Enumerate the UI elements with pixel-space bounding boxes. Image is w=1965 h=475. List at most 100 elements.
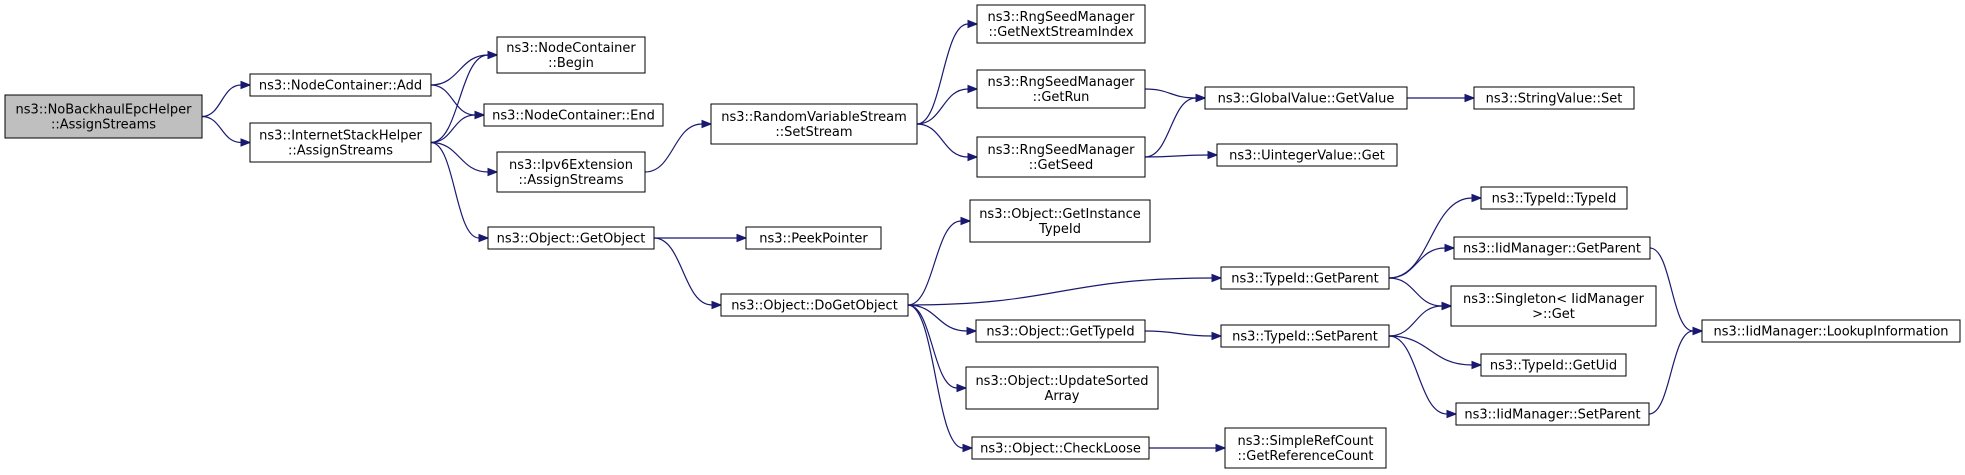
node-rsm-seed[interactable]: ns3::RngSeedManager::GetSeed [976,136,1146,178]
arrowhead [1441,301,1453,311]
node-sv-set[interactable]: ns3::StringValue::Set [1473,86,1635,110]
node-label-line: ns3::RngSeedManager [987,143,1135,158]
arrowhead [240,80,252,90]
node-peekpointer[interactable]: ns3::PeekPointer [745,226,882,250]
node-box [745,226,882,250]
node-nc-end[interactable]: ns3::NodeContainer::End [483,103,664,127]
node-tid-getuid[interactable]: ns3::TypeId::GetUid [1480,353,1627,377]
node-obj-checkloose[interactable]: ns3::Object::CheckLoose [971,436,1150,460]
node-tid-getparent[interactable]: ns3::TypeId::GetParent [1220,266,1390,290]
node-rsm-run[interactable]: ns3::RngSeedManager::GetRun [976,69,1146,109]
node-nc-begin[interactable]: ns3::NodeContainer::Begin [496,36,646,74]
node-singleton-get[interactable]: ns3::Singleton< IidManager>::Get [1450,285,1657,327]
node-label-line: >::Get [1532,307,1575,322]
node-obj-dogetobject[interactable]: ns3::Object::DoGetObject [720,293,909,317]
node-gv-getvalue[interactable]: ns3::GlobalValue::GetValue [1204,86,1408,110]
node-label-line: ::GetReferenceCount [1238,449,1374,464]
arrowhead [240,138,252,147]
node-label-line: ns3::Object::GetObject [497,232,646,247]
node-ipv6-assign[interactable]: ns3::Ipv6Extension::AssignStreams [496,151,646,193]
arrowhead [1207,150,1219,160]
node-box [1224,427,1387,469]
node-label-line: ns3::Object::DoGetObject [731,299,898,314]
edge-obj_gettypeid-to-tid_setparent [1144,330,1223,341]
node-label-line: ::GetNextStreamIndex [988,25,1133,40]
node-uv-get[interactable]: ns3::UintegerValue::Get [1216,143,1398,167]
node-rsm-next[interactable]: ns3::RngSeedManager::GetNextStreamIndex [976,4,1146,44]
node-label-line: ns3::SimpleRefCount [1237,434,1373,449]
node-label-line: Array [1044,389,1079,404]
arrowhead [1195,93,1207,103]
arrowhead [701,119,713,129]
node-box [1220,324,1390,348]
node-rvs-setstream[interactable]: ns3::RandomVariableStream::SetStream [710,103,918,145]
arrowhead [956,383,968,393]
node-label-line: ns3::TypeId::TypeId [1492,192,1617,207]
node-iid-getparent[interactable]: ns3::IidManager::GetParent [1453,236,1651,260]
node-label-line: ns3::TypeId::GetUid [1490,359,1617,374]
edge-rvs_setstream-to-rsm_seed [916,123,979,162]
node-box [1455,402,1650,426]
arrowhead [967,84,979,94]
node-label-line: ns3::NodeContainer [506,41,636,56]
node-label-line: ns3::NodeContainer::Add [259,79,422,94]
node-obj-getobject[interactable]: ns3::Object::GetObject [487,226,655,250]
node-root[interactable]: ns3::NoBackhaulEpcHelper::AssignStreams [4,94,203,139]
node-box [1450,285,1657,327]
arrowhead [960,216,972,226]
arrowhead [487,167,499,177]
node-iid-lookup[interactable]: ns3::IidManager::LookupInformation [1701,319,1961,343]
node-ish-assign[interactable]: ns3::InternetStackHelper::AssignStreams [249,122,432,163]
node-label-line: ns3::TypeId::SetParent [1232,330,1378,345]
arrowhead [1215,443,1227,453]
node-src-getrefcount[interactable]: ns3::SimpleRefCount::GetReferenceCount [1224,427,1387,469]
node-iid-setparent[interactable]: ns3::IidManager::SetParent [1455,402,1650,426]
edge-ish_assign-to-nc_begin [430,50,499,144]
node-box [496,36,646,74]
arrowhead [1211,273,1223,283]
edge-tid_setparent-to-singleton_get [1388,301,1453,337]
arrowhead [966,326,978,336]
edge-rvs_setstream-to-rsm_run [916,84,979,125]
node-box [249,73,432,97]
arrowhead [1464,93,1476,103]
node-box [1480,353,1627,377]
node-box [976,136,1146,178]
edge-obj_dogetobject-to-tid_getparent [907,273,1223,306]
arrowhead [1692,326,1704,336]
node-box [1216,143,1398,167]
edge-tid_getparent-to-tid_typeid [1388,193,1483,279]
arrowhead [1446,409,1458,419]
edge-rsm_seed-to-uv_get [1144,150,1219,160]
node-tid-typeid[interactable]: ns3::TypeId::TypeId [1480,186,1628,210]
edge-ish_assign-to-obj_getobject [430,141,490,243]
node-label-line: ns3::RngSeedManager [987,75,1135,90]
nodes-layer: ns3::NoBackhaulEpcHelper::AssignStreamsn… [4,4,1961,469]
node-box [1701,319,1961,343]
arrowhead [474,110,486,120]
edge-nc_add-to-nc_begin [430,50,499,86]
node-nc-add[interactable]: ns3::NodeContainer::Add [249,73,432,97]
edge-obj_getobject-to-obj_dogetobject [653,237,723,310]
edges-layer [201,19,1704,453]
node-label-line: ::Begin [548,56,594,71]
node-tid-setparent[interactable]: ns3::TypeId::SetParent [1220,324,1390,348]
node-box [976,69,1146,109]
node-label-line: ns3::Object::GetTypeId [986,325,1134,340]
node-label-line: ns3::IidManager::SetParent [1464,408,1640,423]
edge-ish_assign-to-ipv6_assign [430,141,499,177]
node-label-line: ::AssignStreams [288,144,393,159]
arrowhead [487,50,499,60]
node-label-line: TypeId [1038,222,1081,237]
node-obj-gettypeid[interactable]: ns3::Object::GetTypeId [975,319,1146,343]
node-label-line: ns3::NodeContainer::End [492,109,655,124]
edge-obj_dogetobject-to-obj_getinstance [907,216,972,306]
node-label-line: ::SetStream [775,125,852,140]
node-box [487,226,655,250]
node-box [4,94,203,139]
node-label-line: ::AssignStreams [51,118,156,133]
edge-root-to-nc_add [201,80,252,118]
edge-obj_dogetobject-to-obj_gettypeid [907,304,978,336]
